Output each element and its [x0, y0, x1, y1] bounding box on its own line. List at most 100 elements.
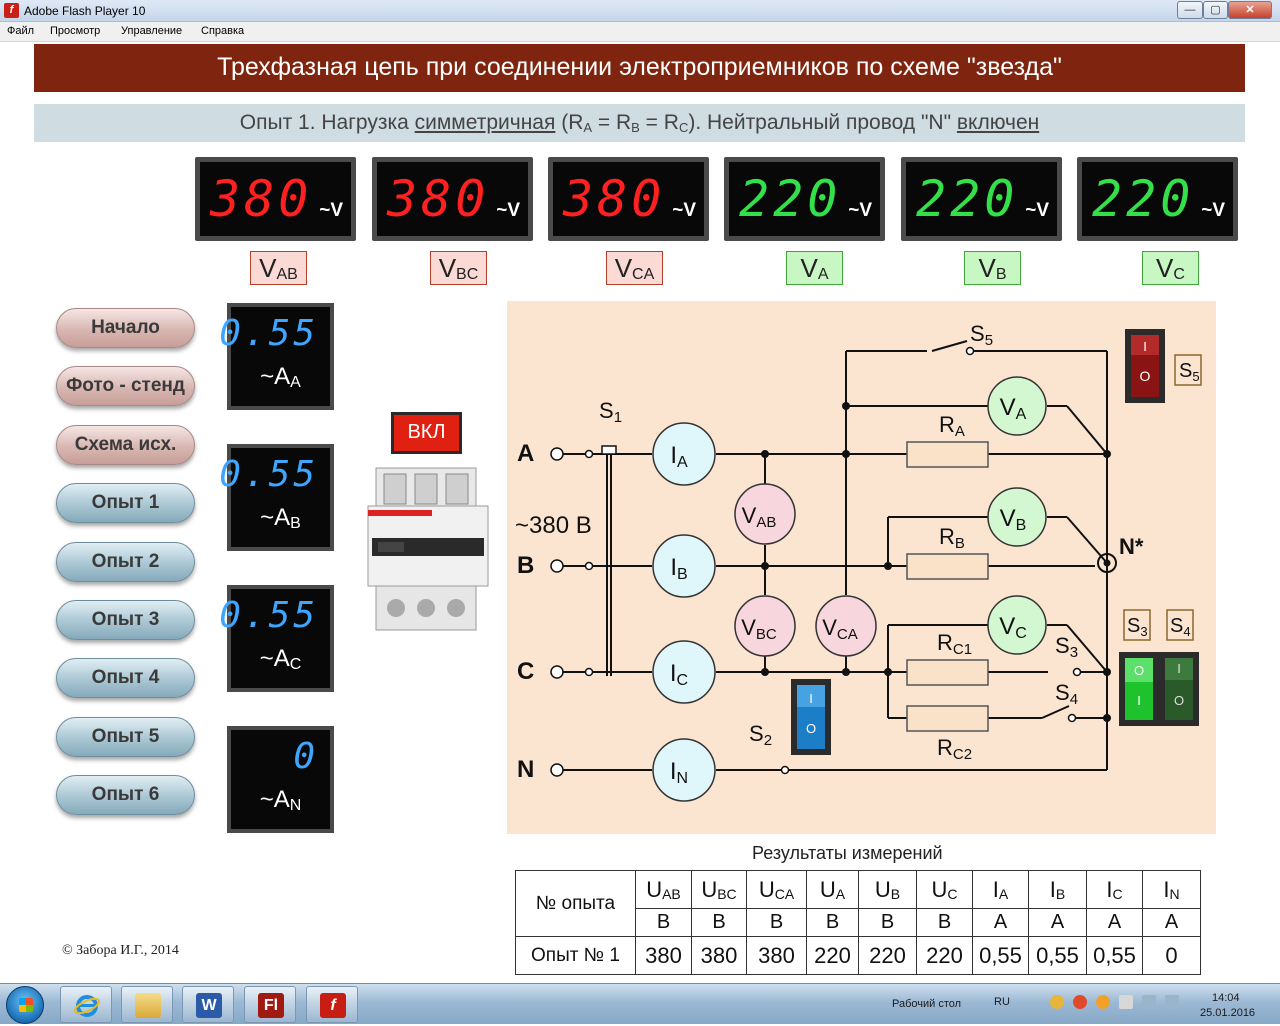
junction-dot [1103, 714, 1111, 722]
power-on-indicator: ВКЛ [391, 412, 462, 454]
close-button[interactable]: ✕ [1228, 1, 1272, 19]
voltmeter-unit: ~V [319, 200, 343, 221]
nav-experiment-2-button[interactable]: Опыт 2 [56, 542, 195, 582]
ammeter-ib: 0.55~AB [219, 444, 334, 551]
unit-cell: В [691, 908, 747, 937]
label-vbc: VBC [430, 251, 487, 285]
toggle-s3[interactable]: O I [1119, 652, 1159, 726]
maximize-button[interactable]: ▢ [1203, 1, 1228, 19]
junctions [761, 402, 1111, 722]
terminal-c [550, 665, 564, 679]
window-titlebar[interactable]: f Adobe Flash Player 10 — ▢ ✕ [0, 0, 1280, 22]
switch-s3-label: S3 [1055, 633, 1078, 661]
col-header: UBC [691, 869, 747, 910]
ammeter-b-symbol [652, 534, 716, 598]
svg-text:O: O [1140, 368, 1151, 384]
svg-text:S5: S5 [1179, 360, 1200, 384]
table-header-row: № опыта UAB UBC UCA UA UB UC IA IB IC IN [515, 869, 1201, 937]
circuit-diagram-panel: IA IB IC IN VAB VBC VCA VA VB VC A B C N… [507, 301, 1216, 834]
nav-initial-scheme-button[interactable]: Схема исх. [56, 425, 195, 465]
start-button[interactable] [6, 986, 44, 1024]
toggle-s4[interactable]: I O [1159, 652, 1199, 726]
menu-control[interactable]: Управление [121, 25, 183, 37]
voltmeter-bc-symbol [734, 595, 796, 657]
nav-experiment-3-button[interactable]: Опыт 3 [56, 600, 195, 640]
circuit-breaker-image[interactable] [358, 462, 496, 634]
clock-date[interactable]: 25.01.2016 [1200, 1007, 1256, 1019]
switch-contact [1072, 667, 1082, 677]
results-title: Результаты измерений [752, 843, 943, 863]
meter-symbol-label: VC [999, 613, 1027, 642]
value-cell: 0 [1142, 936, 1201, 975]
switch-contact [584, 561, 594, 571]
resistor-ra-label: IRA [939, 412, 965, 440]
taskbar-flash-player-button[interactable]: f [306, 986, 358, 1023]
voltmeter-b-symbol [987, 487, 1047, 547]
voltmeter-unit: ~V [1201, 200, 1225, 221]
value-cell: 380 [635, 936, 692, 975]
toggle-s2[interactable]: I O [791, 679, 831, 755]
taskbar-explorer-button[interactable] [121, 986, 173, 1023]
volume-icon[interactable] [1165, 995, 1179, 1009]
switch-contact [1067, 713, 1077, 723]
voltmeter-vab: 380~V [195, 157, 356, 241]
tray-app-icon[interactable] [1073, 995, 1087, 1009]
junction-dot [842, 450, 850, 458]
taskbar-flash-pro-button[interactable]: Fl [244, 986, 296, 1023]
supply-voltage-label: ~380 В [515, 512, 592, 539]
nav-start-button[interactable]: Начало [56, 308, 195, 348]
nav-experiment-4-button[interactable]: Опыт 4 [56, 658, 195, 698]
nav-experiment-1-button[interactable]: Опыт 1 [56, 483, 195, 523]
tray-app-icon[interactable] [1050, 995, 1064, 1009]
flag-icon[interactable] [1119, 995, 1133, 1009]
phase-label-n: N [517, 756, 534, 783]
circuit-text: A B C N ~380 В S1 S2 S3 S4 S5 N* IRA RB … [515, 321, 1144, 783]
menu-file[interactable]: Файл [7, 25, 35, 37]
voltmeter-value: 220 [739, 170, 842, 228]
svg-text:S4: S4 [1170, 615, 1191, 639]
meter-symbol-label: IB [670, 554, 687, 583]
resistor-ra [906, 441, 989, 468]
ammeter-value: 0.55 [219, 313, 318, 354]
language-indicator[interactable]: RU [994, 996, 1010, 1008]
svg-text:I: I [1143, 339, 1147, 354]
label-vc: VC [1142, 251, 1199, 285]
nav-experiment-5-button[interactable]: Опыт 5 [56, 717, 195, 757]
network-icon[interactable] [1142, 995, 1156, 1009]
menu-view[interactable]: Просмотр [50, 25, 101, 37]
svg-text:I: I [1177, 661, 1181, 676]
ammeter-ia: 0.55 ~AA [219, 303, 334, 410]
svg-text:S3: S3 [1127, 615, 1148, 639]
junction-dot [761, 562, 769, 570]
tray-app-icon[interactable] [1096, 995, 1110, 1009]
col-header: UC [916, 869, 973, 910]
value-cell: 220 [916, 936, 973, 975]
minimize-button[interactable]: — [1177, 1, 1203, 19]
terminal-b [550, 559, 564, 573]
junction-dot [1103, 450, 1111, 458]
ammeter-unit: ~AA [260, 363, 301, 391]
clock-time[interactable]: 14:04 [1212, 992, 1240, 1004]
ammeter-c-symbol [652, 640, 716, 704]
taskbar-ie-button[interactable] [60, 986, 112, 1023]
taskbar-word-button[interactable]: W [182, 986, 234, 1023]
ammeter-value: 0 [293, 736, 318, 777]
voltmeter-ca-symbol [815, 595, 877, 657]
value-cell: 220 [858, 936, 917, 975]
switch-contact [584, 449, 594, 459]
col-header: UA [806, 869, 859, 910]
copyright-text: © Забора И.Г., 2014 [62, 943, 179, 958]
voltmeter-vca: 380~V [548, 157, 709, 241]
unit-cell: А [972, 908, 1029, 937]
junction-dot [842, 668, 850, 676]
results-table: № опыта UAB UBC UCA UA UB UC IA IB IC IN… [515, 869, 1201, 975]
toggle-s5[interactable]: I O [1125, 329, 1165, 403]
desktop-toolbar-label[interactable]: Рабочий стол [892, 998, 962, 1010]
menu-help[interactable]: Справка [201, 25, 245, 37]
unit-cell: В [635, 908, 692, 937]
word-icon: W [196, 993, 222, 1018]
flash-icon: Fl [258, 993, 284, 1018]
meter-symbol-label: VB [1000, 505, 1027, 534]
nav-experiment-6-button[interactable]: Опыт 6 [56, 775, 195, 815]
nav-photo-stand-button[interactable]: Фото - стенд [56, 366, 195, 406]
